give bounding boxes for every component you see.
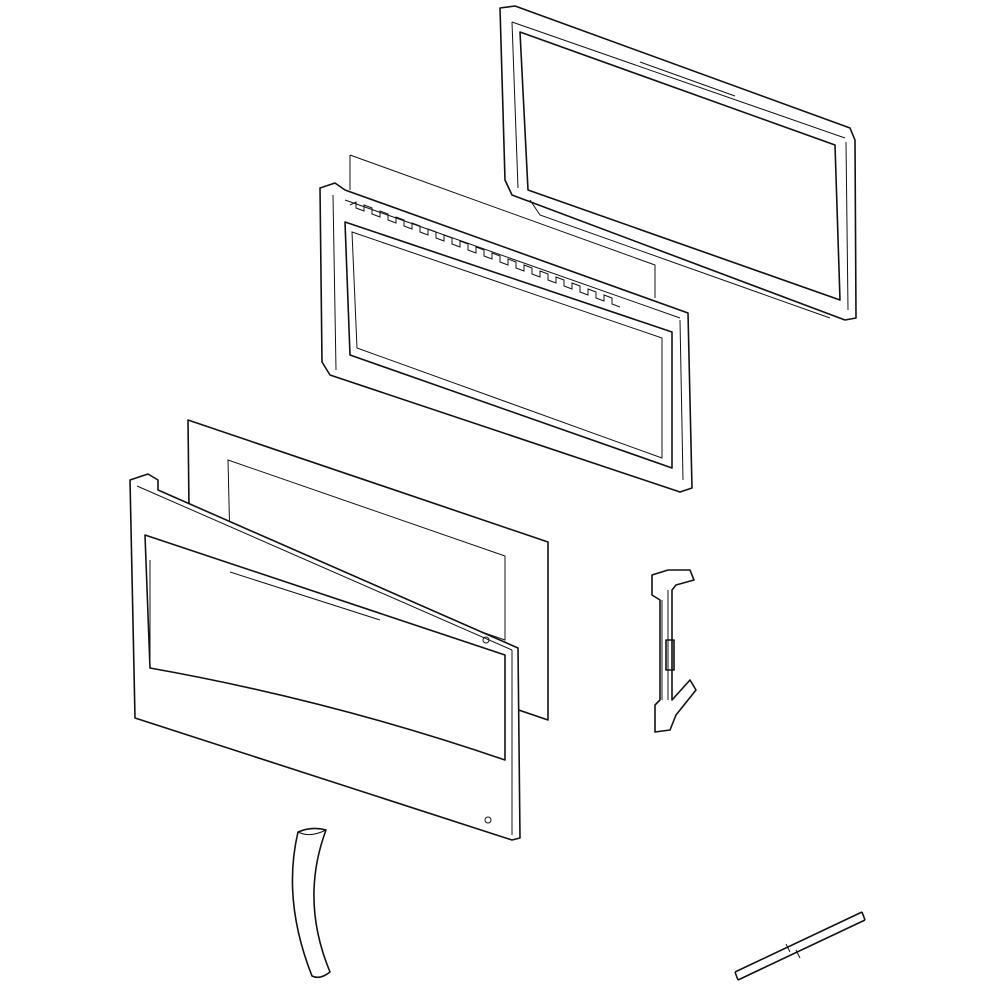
door-hose xyxy=(291,827,331,979)
choke-film xyxy=(349,154,656,298)
front-door-panel xyxy=(129,473,521,841)
inner-door-frame xyxy=(319,182,693,493)
outer-door-frame xyxy=(499,5,857,321)
door-latch xyxy=(651,569,697,733)
rod xyxy=(734,911,866,981)
